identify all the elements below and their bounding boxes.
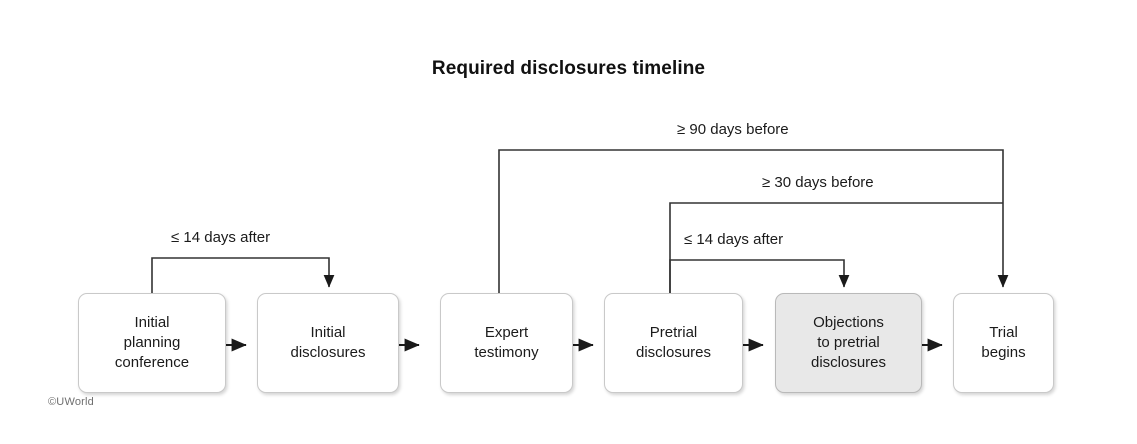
node-label-objections-to-pretrial-disclosures: Objections to pretrial disclosures xyxy=(810,313,887,372)
page-title: Required disclosures timeline xyxy=(431,58,706,79)
timing-connector-expert-testimony-deadline xyxy=(498,149,1009,293)
node-label-trial-begins: Trial begins xyxy=(981,323,1026,361)
edge-label-pretrial-disclosures-deadline: ≥ 30 days before xyxy=(762,174,874,191)
node-objections-to-pretrial-disclosures[interactable]: Objections to pretrial disclosures xyxy=(775,293,922,393)
node-expert-testimony[interactable]: Expert testimony xyxy=(440,293,573,393)
timing-connector-objections-deadline xyxy=(669,259,850,293)
node-pretrial-disclosures[interactable]: Pretrial disclosures xyxy=(604,293,743,393)
copyright-credit: ©UWorld xyxy=(48,396,94,408)
node-initial-disclosures[interactable]: Initial disclosures xyxy=(257,293,399,393)
timing-connector-pretrial-disclosures-deadline xyxy=(669,202,1003,293)
node-label-initial-planning-conference: Initial planning conference xyxy=(114,313,190,372)
timing-connector-initial-disclosures-deadline xyxy=(151,257,335,293)
edge-label-initial-disclosures-deadline: ≤ 14 days after xyxy=(171,229,271,246)
node-trial-begins[interactable]: Trial begins xyxy=(953,293,1054,393)
edge-label-objections-deadline: ≤ 14 days after xyxy=(684,231,784,248)
node-label-expert-testimony: Expert testimony xyxy=(474,323,539,361)
node-label-pretrial-disclosures: Pretrial disclosures xyxy=(635,323,712,361)
edge-label-expert-testimony-deadline: ≥ 90 days before xyxy=(677,121,789,138)
node-label-initial-disclosures: Initial disclosures xyxy=(290,323,366,361)
node-initial-planning-conference[interactable]: Initial planning conference xyxy=(78,293,226,393)
